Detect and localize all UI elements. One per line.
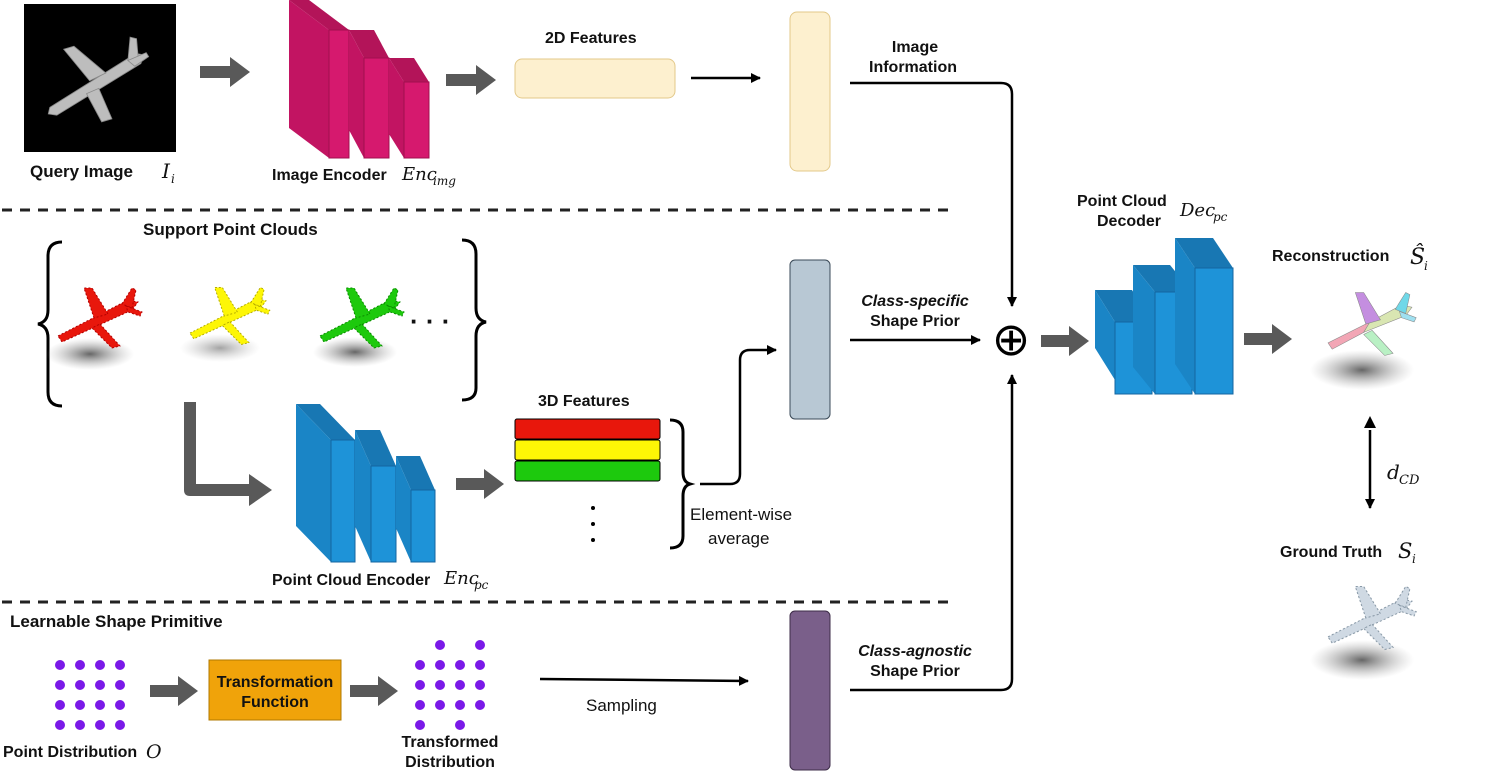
class-agnostic-label-1: Class-agnostic	[858, 643, 972, 660]
airplane-image	[47, 36, 150, 123]
query-image	[24, 4, 176, 152]
distance-arrow-head-top	[1364, 416, 1376, 428]
support-ellipsis: · · ·	[410, 306, 450, 336]
gray-arrow-mid	[456, 469, 504, 499]
primitive-label: Learnable Shape Primitive	[10, 612, 223, 631]
point-cloud-encoder-symbol: Enc	[443, 568, 479, 589]
fusion-plus-icon: ⊕	[992, 312, 1031, 366]
feature-bar-green	[514, 460, 661, 482]
decoder-symbol: Dec	[1179, 200, 1215, 221]
query-image-sub: i	[171, 172, 175, 186]
decoder-label-1: Point Cloud	[1077, 193, 1167, 210]
features-2d-label: 2D Features	[545, 30, 637, 47]
arrow-agnostic-to-plus	[850, 374, 1017, 692]
point-cloud-green	[313, 287, 405, 367]
reconstruction-label: Reconstruction	[1272, 248, 1389, 265]
transformed-label-1: Transformed	[402, 734, 499, 751]
point-cloud-decoder-block	[1095, 238, 1234, 395]
point-cloud-encoder-block	[296, 404, 436, 563]
image-encoder-label: Image Encoder	[272, 167, 387, 184]
ground-truth-point-cloud	[1310, 585, 1417, 680]
image-information-label-2: Information	[869, 59, 957, 76]
point-cloud-yellow	[180, 287, 271, 362]
transformation-label-2: Function	[241, 694, 309, 711]
point-cloud-red	[46, 287, 143, 370]
point-cloud-encoder-sub: pc	[474, 578, 489, 592]
distance-sub: CD	[1399, 473, 1420, 488]
sampling-label: Sampling	[586, 696, 657, 715]
arrow-info-to-plus	[850, 81, 1017, 307]
point-distribution-label: Point Distribution	[3, 744, 137, 761]
features-2d-bar	[514, 58, 676, 99]
sampling-arrow	[539, 675, 749, 686]
distance-symbol: d	[1387, 460, 1400, 484]
image-encoder-symbol: Enc	[401, 164, 437, 185]
transformation-label-1: Transformation	[217, 674, 333, 691]
query-image-symbol: I	[161, 159, 171, 183]
elementwise-label-2: average	[708, 529, 769, 548]
gray-arrow-elbow	[184, 402, 272, 506]
image-information-bar	[789, 11, 831, 172]
gray-arrow-bottom-1	[150, 676, 198, 706]
class-agnostic-label-2: Shape Prior	[870, 663, 960, 680]
gray-arrow-top-1	[200, 57, 250, 87]
reconstruction-symbol: Ŝ	[1410, 243, 1425, 270]
vertical-ellipsis	[591, 506, 595, 542]
class-specific-prior-bar	[789, 259, 831, 420]
class-agnostic-prior-bar	[789, 610, 831, 771]
ground-truth-sub: i	[1412, 552, 1416, 566]
features-brace	[669, 418, 696, 550]
query-image-label: Query Image	[30, 162, 133, 181]
decoder-sub: pc	[1213, 210, 1228, 224]
gray-arrow-to-reconstruction	[1244, 324, 1292, 354]
gray-arrow-top-2	[446, 65, 496, 95]
gray-arrow-bottom-2	[350, 676, 398, 706]
ground-truth-symbol: S	[1398, 539, 1412, 563]
feature-bar-yellow	[514, 439, 661, 461]
reconstruction-sub: i	[1424, 259, 1428, 273]
image-encoder-block	[289, 0, 430, 159]
reconstruction-point-cloud	[1310, 292, 1417, 390]
left-brace	[37, 240, 63, 408]
image-encoder-sub: img	[433, 174, 456, 188]
ground-truth-label: Ground Truth	[1280, 544, 1382, 561]
image-information-label-1: Image	[892, 39, 938, 56]
decoder-label-2: Decoder	[1097, 213, 1161, 230]
feature-bar-red	[514, 418, 661, 440]
arrow-features-to-prior	[700, 345, 777, 486]
transformed-label-2: Distribution	[405, 754, 495, 771]
class-specific-label-2: Shape Prior	[870, 313, 960, 330]
gray-arrow-to-decoder	[1041, 326, 1089, 356]
point-cloud-encoder-label: Point Cloud Encoder	[272, 572, 430, 589]
point-distribution-dots	[55, 660, 125, 730]
class-specific-label-1: Class-specific	[861, 293, 969, 310]
elementwise-label-1: Element-wise	[690, 505, 792, 524]
right-brace	[461, 238, 487, 402]
point-distribution-symbol: O	[146, 741, 162, 763]
transformation-function-box	[208, 659, 342, 721]
transformed-distribution-dots	[415, 640, 485, 730]
features-3d-label: 3D Features	[538, 393, 630, 410]
support-point-clouds-label: Support Point Clouds	[143, 220, 318, 239]
